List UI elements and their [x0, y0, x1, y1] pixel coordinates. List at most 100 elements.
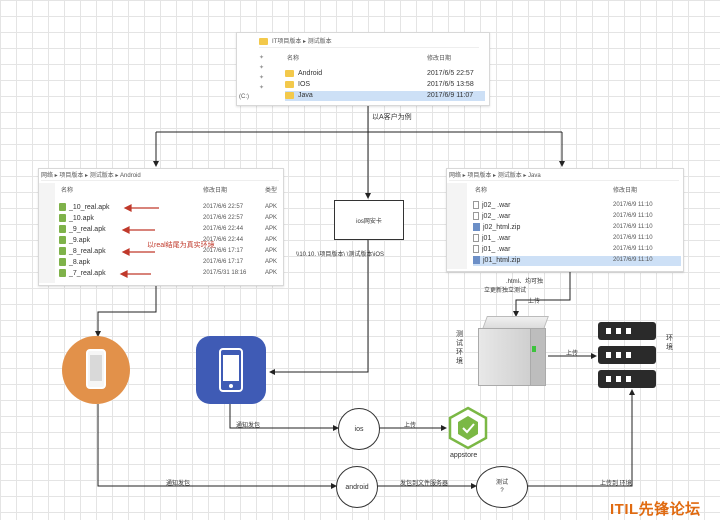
- address-bar[interactable]: 网络 ▸ 项目版本 ▸ 测试版本 ▸ Java: [449, 172, 679, 181]
- row-date: 2017/6/6 22:44: [203, 237, 244, 243]
- ios-circle-label: ios: [354, 425, 364, 433]
- file-row[interactable]: _10_real.apk 2017/6/6 22:57 APK: [59, 203, 281, 213]
- line-iosphone-to-circle: [229, 404, 339, 431]
- row-name: j01_ .war: [482, 235, 511, 242]
- address-path: IT项目版本 ▸ 测试版本: [272, 39, 332, 46]
- row-date: 2017/6/6 17:17: [203, 248, 244, 254]
- column-date-header[interactable]: 修改日期: [613, 188, 638, 194]
- top-explorer-window: IT项目版本 ▸ 测试版本 名称 修改日期 (C:) ✦✦✦✦ Android …: [236, 32, 490, 106]
- test-circle: 测试 ?: [476, 466, 528, 508]
- row-name: j01_html.zip: [483, 257, 521, 264]
- slot: [606, 328, 611, 334]
- java-explorer-window: 网络 ▸ 项目版本 ▸ 测试版本 ▸ Java 名称 修改日期 j02_ .wa…: [446, 168, 684, 272]
- line-androidphone-to-circle: [97, 404, 337, 489]
- line-test-to-prod: [526, 389, 635, 487]
- row-name: _9.apk: [69, 237, 91, 244]
- file-row-java[interactable]: Java 2017/6/9 11:07: [285, 91, 485, 101]
- notify-release-label-1: 通知发包: [236, 423, 261, 429]
- test-circle-label: 测试 ?: [495, 480, 508, 494]
- zip-icon: [473, 223, 480, 232]
- apk-icon: [59, 247, 66, 256]
- android-explorer-window: 网络 ▸ 项目版本 ▸ 测试版本 ▸ Android 名称 修改日期 类型 _1…: [38, 168, 284, 286]
- ios-release-circle: ios: [338, 408, 380, 450]
- slot: [606, 352, 611, 358]
- watermark-logo: ITIL先锋论坛: [610, 501, 701, 518]
- upload-label-3: 上传: [404, 423, 417, 429]
- row-date: 2017/6/9 11:07: [427, 92, 474, 99]
- row-name: _8.apk: [69, 259, 91, 266]
- file-row[interactable]: _7_real.apk 2017/5/31 18:16 APK: [59, 269, 281, 279]
- file-icon: [473, 212, 479, 221]
- column-name-header[interactable]: 名称: [61, 188, 74, 194]
- nav-pane: [39, 183, 55, 283]
- row-name: _8_real.apk: [69, 248, 106, 255]
- file-row[interactable]: _8_real.apk 2017/6/6 17:17 APK: [59, 247, 281, 257]
- column-type-header[interactable]: 类型: [265, 188, 278, 194]
- folder-icon: [285, 69, 294, 77]
- server-front: [478, 328, 532, 386]
- row-name: _7_real.apk: [69, 270, 106, 277]
- slot: [616, 376, 621, 382]
- apk-icon: [59, 258, 66, 267]
- file-row[interactable]: j02_html.zip 2017/6/9 11:10: [473, 223, 681, 233]
- address-bar[interactable]: IT项目版本 ▸ 测试版本: [259, 38, 479, 48]
- upload-label-1: 上传: [528, 299, 541, 305]
- row-name: IOS: [298, 81, 311, 88]
- file-row[interactable]: j01_ .war 2017/6/9 11:10: [473, 245, 681, 255]
- column-name-header[interactable]: 名称: [287, 56, 300, 62]
- apk-icon: [59, 269, 66, 278]
- file-row[interactable]: _8.apk 2017/6/6 17:17 APK: [59, 258, 281, 268]
- zip-icon: [473, 256, 480, 265]
- row-date: 2017/6/9 11:10: [613, 202, 653, 208]
- test-env-label: 测 试 环 境: [456, 331, 463, 365]
- address-bar[interactable]: 网络 ▸ 项目版本 ▸ 测试版本 ▸ Android: [41, 172, 279, 181]
- row-date: 2017/6/9 11:10: [613, 213, 653, 219]
- file-row[interactable]: j01_html.zip 2017/6/9 11:10: [473, 256, 681, 266]
- file-row[interactable]: _10.apk 2017/6/6 22:57 APK: [59, 214, 281, 224]
- prod-server-stack-icon: [598, 322, 658, 390]
- file-row[interactable]: j02_ .war 2017/6/9 11:10: [473, 212, 681, 222]
- row-date: 2017/6/9 11:10: [613, 235, 653, 241]
- real-marker-arrows: [119, 204, 159, 278]
- row-name: _10.apk: [69, 215, 94, 222]
- row-date: 2017/6/9 11:10: [613, 246, 653, 252]
- file-icon: [473, 234, 479, 243]
- ios-path-text: \\10.10. \项目版本\ \测试版本\iOS: [296, 252, 385, 258]
- row-date: 2017/6/9 11:10: [613, 257, 653, 263]
- slot: [606, 376, 611, 382]
- file-row-ios[interactable]: IOS 2017/6/5 13:58: [285, 80, 485, 90]
- file-row[interactable]: j02_ .war 2017/6/9 11:10: [473, 201, 681, 211]
- row-type: APK: [265, 204, 278, 210]
- row-date: 2017/6/5 22:57: [427, 70, 474, 77]
- java-note-line2: 立更新独立测试: [484, 288, 527, 294]
- file-row[interactable]: _9.apk 2017/6/6 22:44 APK: [59, 236, 281, 246]
- row-date: 2017/6/9 11:10: [613, 224, 653, 230]
- row-date: 2017/6/6 22:57: [203, 204, 244, 210]
- folder-icon: [259, 38, 268, 45]
- appstore-label: appstore: [450, 452, 478, 459]
- top-caption: 以A客户为例: [372, 114, 412, 121]
- row-type: APK: [265, 215, 278, 221]
- phone-body: [86, 349, 106, 389]
- row-name: _10_real.apk: [69, 204, 110, 211]
- test-server-icon: [470, 316, 549, 386]
- slot: [626, 352, 631, 358]
- row-type: APK: [265, 270, 278, 276]
- file-row[interactable]: j01_ .war 2017/6/9 11:10: [473, 234, 681, 244]
- row-type: APK: [265, 237, 278, 243]
- folder-icon: [285, 80, 294, 88]
- file-row[interactable]: _9_real.apk 2017/6/6 22:44 APK: [59, 225, 281, 235]
- row-date: 2017/6/6 22:57: [203, 215, 244, 221]
- column-date-header[interactable]: 修改日期: [427, 56, 452, 62]
- ios-share-label: ios网安卡: [356, 218, 382, 225]
- apk-icon: [59, 225, 66, 234]
- apk-icon: [59, 236, 66, 245]
- column-date-header[interactable]: 修改日期: [203, 188, 228, 194]
- folder-icon: [285, 91, 294, 99]
- file-row-android[interactable]: Android 2017/6/5 22:57: [285, 69, 485, 79]
- ios-share-box: ios网安卡: [334, 200, 404, 240]
- column-name-header[interactable]: 名称: [475, 188, 488, 194]
- upload-to-env-label: 上传到 环境: [600, 481, 632, 487]
- row-name: Android: [298, 70, 323, 77]
- nav-pane: [447, 183, 467, 269]
